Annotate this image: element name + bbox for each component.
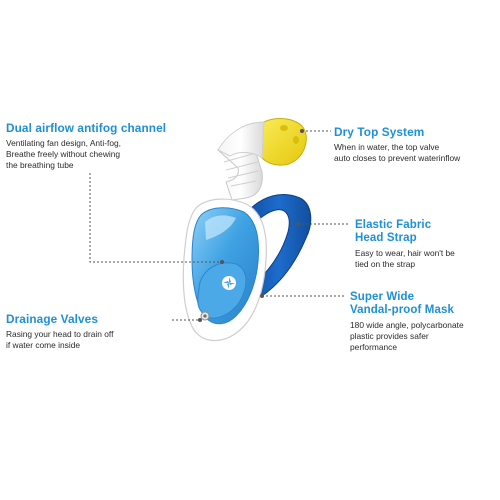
leader-lines <box>89 130 350 321</box>
callout-dual-airflow: Dual airflow antifog channel Ventilating… <box>6 122 166 171</box>
description-line: When in water, the top valve <box>334 142 440 152</box>
title-line: Vandal-proof Mask <box>350 304 454 316</box>
callout-description: When in water, the top valve auto closes… <box>334 142 460 164</box>
callout-drainage-valves: Drainage Valves Rasing your head to drai… <box>6 313 113 351</box>
description-line: Breathe freely without chewing <box>6 149 121 159</box>
callout-description: 180 wide angle, polycarbonate plastic pr… <box>350 320 464 353</box>
description-line: performance <box>350 342 398 352</box>
fan-vent-icon <box>222 276 236 290</box>
title-line: Head Strap <box>355 232 417 244</box>
title-line: Super Wide <box>350 291 415 303</box>
description-line: if water come inside <box>6 340 81 350</box>
description-line: tied on the strap <box>355 259 416 269</box>
callout-description: Easy to wear, hair won't be tied on the … <box>355 248 455 270</box>
description-line: auto closes to prevent waterinflow <box>334 153 461 163</box>
description-line: the breathing tube <box>6 160 74 170</box>
callout-description: Ventilating fan design, Anti-fog, Breath… <box>6 138 166 171</box>
description-line: plastic provides safer <box>350 331 429 341</box>
callout-title: Drainage Valves <box>6 312 98 326</box>
callout-description: Rasing your head to drain off if water c… <box>6 329 113 351</box>
callout-head-strap: Elastic Fabric Head Strap Easy to wear, … <box>355 219 455 270</box>
description-line: Rasing your head to drain off <box>6 329 114 339</box>
callout-title: Dry Top System <box>334 125 425 139</box>
title-line: Elastic Fabric <box>355 219 432 231</box>
callout-super-wide-mask: Super Wide Vandal-proof Mask 180 wide an… <box>350 291 464 353</box>
callout-title: Super Wide Vandal-proof Mask <box>350 291 464 317</box>
description-line: Ventilating fan design, Anti-fog, <box>6 138 122 148</box>
callout-title: Elastic Fabric Head Strap <box>355 219 455 245</box>
description-line: 180 wide angle, polycarbonate <box>350 320 464 330</box>
description-line: Easy to wear, hair won't be <box>355 248 455 258</box>
callout-title: Dual airflow antifog channel <box>6 121 167 135</box>
callout-dry-top-system: Dry Top System When in water, the top va… <box>334 126 460 164</box>
